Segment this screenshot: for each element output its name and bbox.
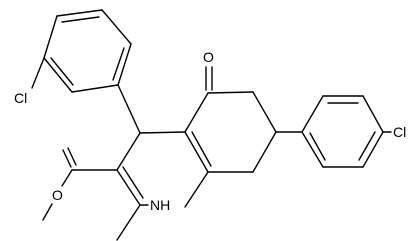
bond bbox=[252, 131, 277, 173]
bond bbox=[117, 84, 141, 134]
bond bbox=[117, 43, 132, 86]
bond bbox=[71, 84, 119, 93]
aromatic-inner-bond bbox=[50, 57, 74, 86]
bond bbox=[184, 131, 209, 173]
chlorophenyl-ring-para bbox=[301, 95, 392, 168]
bond bbox=[116, 204, 141, 241]
nh-label: NH bbox=[150, 197, 170, 213]
aromatic-inner-bond bbox=[112, 47, 125, 81]
bond bbox=[301, 131, 324, 168]
bond bbox=[191, 131, 212, 167]
ester-group bbox=[42, 147, 118, 221]
bond bbox=[43, 15, 58, 59]
bond bbox=[101, 9, 132, 45]
bond bbox=[184, 171, 209, 208]
bond bbox=[362, 95, 384, 133]
bond bbox=[116, 169, 141, 206]
bond bbox=[62, 149, 72, 168]
bond bbox=[61, 169, 73, 187]
oxygen-ester-label: O bbox=[52, 187, 63, 203]
bond bbox=[139, 131, 186, 134]
aromatic-inner-bond bbox=[309, 132, 326, 161]
bond bbox=[184, 92, 209, 133]
chlorine-label-ortho: Cl bbox=[14, 90, 27, 106]
bond bbox=[122, 166, 144, 199]
bond bbox=[43, 57, 73, 93]
bond bbox=[252, 91, 277, 133]
bond bbox=[362, 131, 384, 168]
bond bbox=[42, 203, 53, 221]
bond bbox=[67, 147, 77, 166]
bond bbox=[207, 91, 254, 94]
aromatic-inner-bond bbox=[358, 131, 376, 161]
atom-labels: Cl O O NH Cl bbox=[14, 49, 406, 213]
bond bbox=[301, 95, 324, 133]
chlorine-label-para: Cl bbox=[393, 124, 406, 140]
chlorophenyl-ring-ortho bbox=[31, 9, 132, 93]
oxygen-ketone-label: O bbox=[203, 49, 214, 65]
bond bbox=[31, 57, 45, 89]
bond bbox=[116, 132, 141, 171]
bond bbox=[56, 9, 103, 17]
aromatic-inner-bond bbox=[61, 16, 100, 23]
tetrahydroquinoline-core bbox=[116, 66, 303, 241]
